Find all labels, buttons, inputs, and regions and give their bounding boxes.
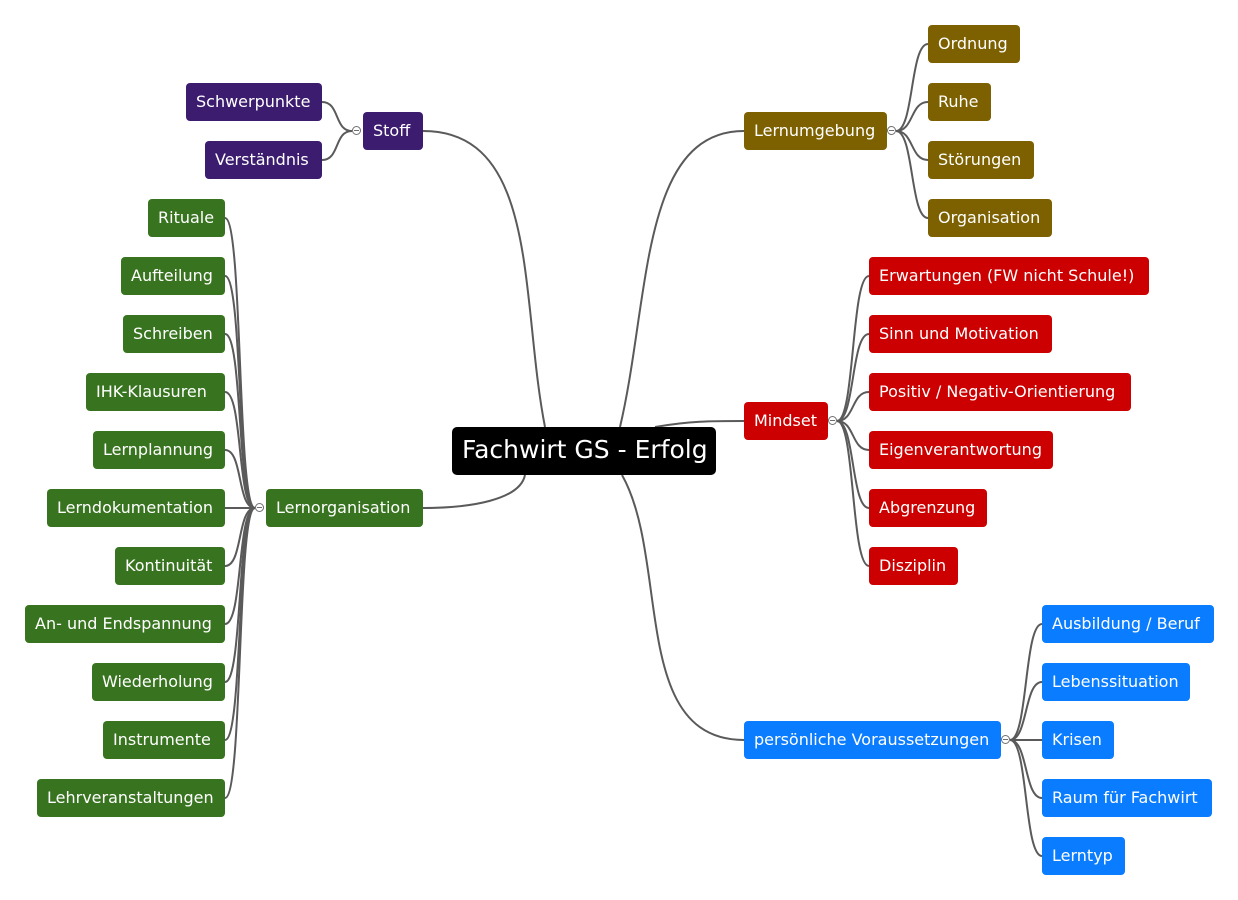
connector-mindset-child-2 xyxy=(836,391,870,422)
node-ruhe[interactable]: Ruhe xyxy=(928,83,991,121)
connector-lernorganisation-child-6 xyxy=(224,507,256,567)
node-lerndokumentation[interactable]: Lerndokumentation xyxy=(47,489,225,527)
node-lerntyp[interactable]: Lerntyp xyxy=(1042,837,1125,875)
connector-lernorganisation-child-9 xyxy=(224,507,256,741)
node-kontinuitaet[interactable]: Kontinuität xyxy=(115,547,225,585)
collapse-toggle-icon[interactable] xyxy=(352,126,361,135)
connector-voraussetzungen-child-3 xyxy=(1009,739,1043,799)
connector-stoff-child-0 xyxy=(321,101,353,132)
node-rituale[interactable]: Rituale xyxy=(148,199,225,237)
connector-root-stoff xyxy=(422,130,546,428)
connector-voraussetzungen-child-1 xyxy=(1009,681,1043,741)
collapse-toggle-icon[interactable] xyxy=(1001,735,1010,744)
connector-lernumgebung-child-0 xyxy=(895,43,929,132)
connector-root-mindset xyxy=(654,420,745,428)
node-instrumente[interactable]: Instrumente xyxy=(103,721,225,759)
connector-mindset-child-5 xyxy=(836,420,870,567)
connector-lernumgebung-child-1 xyxy=(895,101,929,132)
connector-lernorganisation-child-2 xyxy=(224,333,256,509)
connector-lernorganisation-child-3 xyxy=(224,391,256,509)
connector-voraussetzungen-child-0 xyxy=(1009,623,1043,741)
collapse-toggle-icon[interactable] xyxy=(828,416,837,425)
node-lebenssituation[interactable]: Lebenssituation xyxy=(1042,663,1190,701)
connector-root-voraussetzungen xyxy=(621,474,745,741)
branch-stoff[interactable]: Stoff xyxy=(363,112,423,150)
node-krisen[interactable]: Krisen xyxy=(1042,721,1114,759)
node-stoerungen[interactable]: Störungen xyxy=(928,141,1034,179)
node-raum-fuer-fachwirt[interactable]: Raum für Fachwirt xyxy=(1042,779,1212,817)
node-disziplin[interactable]: Disziplin xyxy=(869,547,958,585)
node-lehrveranstaltungen[interactable]: Lehrveranstaltungen xyxy=(37,779,225,817)
connector-lernumgebung-child-3 xyxy=(895,130,929,219)
connector-lernorganisation-child-1 xyxy=(224,275,256,509)
connector-root-lernorganisation xyxy=(422,474,526,509)
branch-mindset[interactable]: Mindset xyxy=(744,402,828,440)
collapse-toggle-icon[interactable] xyxy=(887,126,896,135)
branch-lernumgebung[interactable]: Lernumgebung xyxy=(744,112,887,150)
node-lernplannung[interactable]: Lernplannung xyxy=(93,431,225,469)
collapse-toggle-icon[interactable] xyxy=(255,503,264,512)
connector-lernumgebung-child-2 xyxy=(895,130,929,161)
connector-root-lernumgebung xyxy=(619,130,745,428)
node-abgrenzung[interactable]: Abgrenzung xyxy=(869,489,987,527)
node-verstaendnis[interactable]: Verständnis xyxy=(205,141,322,179)
node-wiederholung[interactable]: Wiederholung xyxy=(92,663,225,701)
branch-lernorganisation[interactable]: Lernorganisation xyxy=(266,489,423,527)
connector-stoff-child-1 xyxy=(321,130,353,161)
node-sinn-und-motivation[interactable]: Sinn und Motivation xyxy=(869,315,1052,353)
connector-lernorganisation-child-4 xyxy=(224,449,256,509)
node-an-und-endspannung[interactable]: An- und Endspannung xyxy=(25,605,225,643)
connector-mindset-child-0 xyxy=(836,275,870,422)
node-ihk-klausuren[interactable]: IHK-Klausuren xyxy=(86,373,225,411)
node-erwartungen[interactable]: Erwartungen (FW nicht Schule!) xyxy=(869,257,1149,295)
node-schreiben[interactable]: Schreiben xyxy=(123,315,225,353)
node-positiv-negativ[interactable]: Positiv / Negativ-Orientierung xyxy=(869,373,1131,411)
node-ordnung[interactable]: Ordnung xyxy=(928,25,1020,63)
connector-voraussetzungen-child-4 xyxy=(1009,739,1043,857)
connector-mindset-child-1 xyxy=(836,333,870,422)
connector-lernorganisation-child-0 xyxy=(224,217,256,509)
branch-persoenliche-voraussetzungen[interactable]: persönliche Voraussetzungen xyxy=(744,721,1001,759)
node-organisation[interactable]: Organisation xyxy=(928,199,1052,237)
node-schwerpunkte[interactable]: Schwerpunkte xyxy=(186,83,322,121)
connector-lernorganisation-child-10 xyxy=(224,507,256,799)
node-ausbildung-beruf[interactable]: Ausbildung / Beruf xyxy=(1042,605,1214,643)
node-aufteilung[interactable]: Aufteilung xyxy=(121,257,225,295)
node-eigenverantwortung[interactable]: Eigenverantwortung xyxy=(869,431,1053,469)
root-node[interactable]: Fachwirt GS - Erfolg xyxy=(452,427,716,475)
